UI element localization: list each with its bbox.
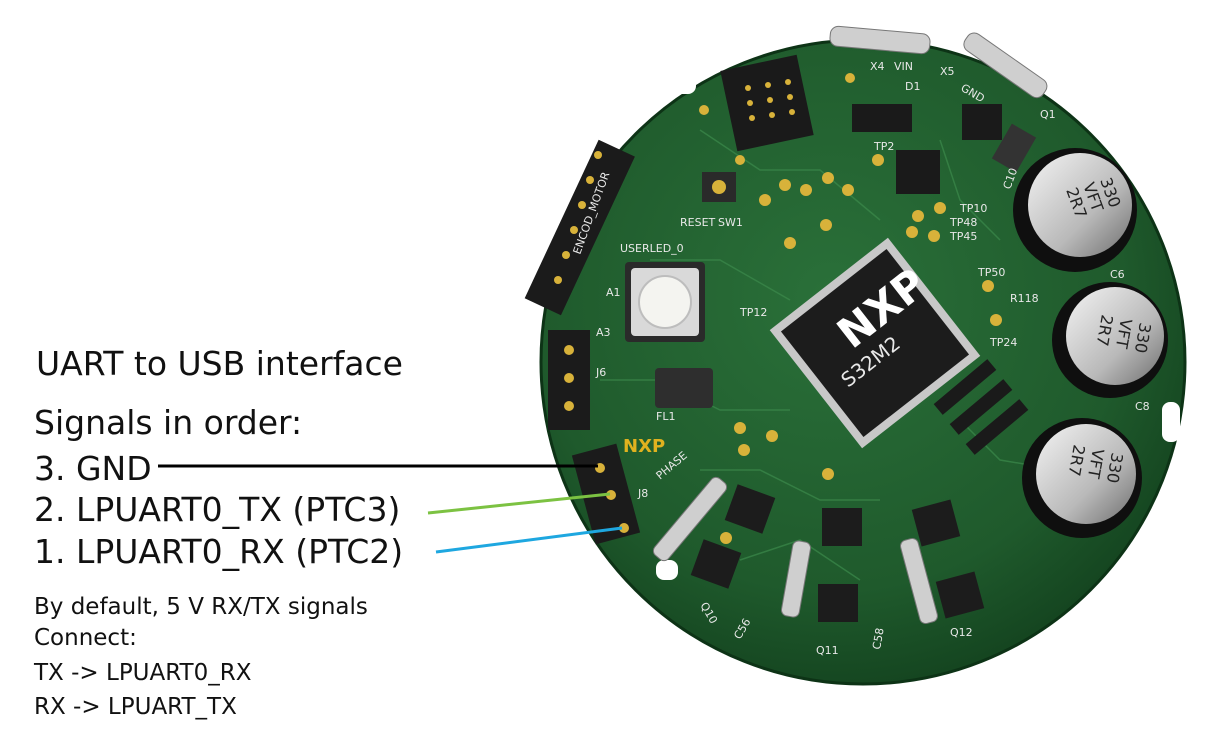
svg-text:SW1: SW1 <box>718 216 743 229</box>
rx-line <box>435 526 623 554</box>
svg-text:USERLED_0: USERLED_0 <box>620 242 684 255</box>
capacitor-3 <box>1022 418 1142 538</box>
pin-label-tx: 2. LPUART0_TX (PTC3) <box>34 490 401 529</box>
pin-rx-pad <box>619 523 629 533</box>
ic-top-1 <box>852 104 912 132</box>
svg-text:X5: X5 <box>940 65 955 78</box>
inductor-fl1 <box>655 368 713 408</box>
svg-text:TP50: TP50 <box>977 266 1005 279</box>
svg-text:TP45: TP45 <box>949 230 977 243</box>
signals-title: Signals in order: <box>34 403 303 442</box>
j6-header <box>548 330 590 430</box>
tx-line <box>427 492 611 515</box>
svg-text:Q11: Q11 <box>816 644 839 657</box>
svg-text:TP12: TP12 <box>739 306 767 319</box>
board-notch-right <box>1162 402 1180 442</box>
shunt-resistors <box>652 476 938 625</box>
board-notch-bottom <box>656 560 678 580</box>
encoder-motor-header <box>524 139 635 316</box>
ic-top-4 <box>991 123 1037 173</box>
svg-text:J6: J6 <box>595 366 606 379</box>
note-rx-tx: RX -> LPUART_TX <box>34 694 237 720</box>
note-default-voltage: By default, 5 V RX/TX signals <box>34 594 368 620</box>
capacitor-1 <box>1013 148 1137 272</box>
reset-button <box>702 172 736 202</box>
note-connect: Connect: <box>34 625 137 651</box>
ic-top-2 <box>896 150 940 194</box>
user-button <box>625 262 705 342</box>
svg-text:VFT: VFT <box>1112 317 1136 350</box>
pin-tx-pad <box>606 490 616 500</box>
svg-text:C58: C58 <box>870 627 887 651</box>
svg-text:C8: C8 <box>1135 400 1150 413</box>
svg-text:TP10: TP10 <box>959 202 987 215</box>
mosfet-array <box>690 484 985 622</box>
ic-top-3 <box>962 104 1002 140</box>
interface-title: UART to USB interface <box>36 344 403 383</box>
debug-connector <box>720 54 814 152</box>
svg-text:RESET: RESET <box>680 216 716 229</box>
note-tx-rx: TX -> LPUART0_RX <box>34 660 252 686</box>
svg-text:Q12: Q12 <box>950 626 973 639</box>
svg-text:A3: A3 <box>596 326 611 339</box>
svg-text:VFT: VFT <box>1084 447 1108 480</box>
svg-text:D1: D1 <box>905 80 920 93</box>
svg-text:C6: C6 <box>1110 268 1125 281</box>
resistor-array <box>933 359 1029 455</box>
svg-text:FL1: FL1 <box>656 410 675 423</box>
test-points <box>699 73 1002 546</box>
svg-text:X4: X4 <box>870 60 885 73</box>
svg-text:TP48: TP48 <box>949 216 977 229</box>
svg-text:TP2: TP2 <box>873 140 894 153</box>
mcu-chip <box>769 237 981 449</box>
svg-text:R118: R118 <box>1010 292 1039 305</box>
vin-terminal <box>829 25 931 55</box>
svg-text:TP24: TP24 <box>989 336 1017 349</box>
board-notch-top-left <box>672 72 696 94</box>
nxp-small-logo: NXP <box>623 436 665 457</box>
pin-label-rx: 1. LPUART0_RX (PTC2) <box>34 532 404 571</box>
svg-text:J8: J8 <box>637 487 648 500</box>
svg-text:VIN: VIN <box>894 60 913 73</box>
pin-label-gnd: 3. GND <box>34 449 152 488</box>
svg-text:A1: A1 <box>606 286 621 299</box>
gnd-terminal <box>963 32 1048 99</box>
capacitor-2 <box>1052 282 1168 398</box>
svg-text:Q1: Q1 <box>1040 108 1056 121</box>
